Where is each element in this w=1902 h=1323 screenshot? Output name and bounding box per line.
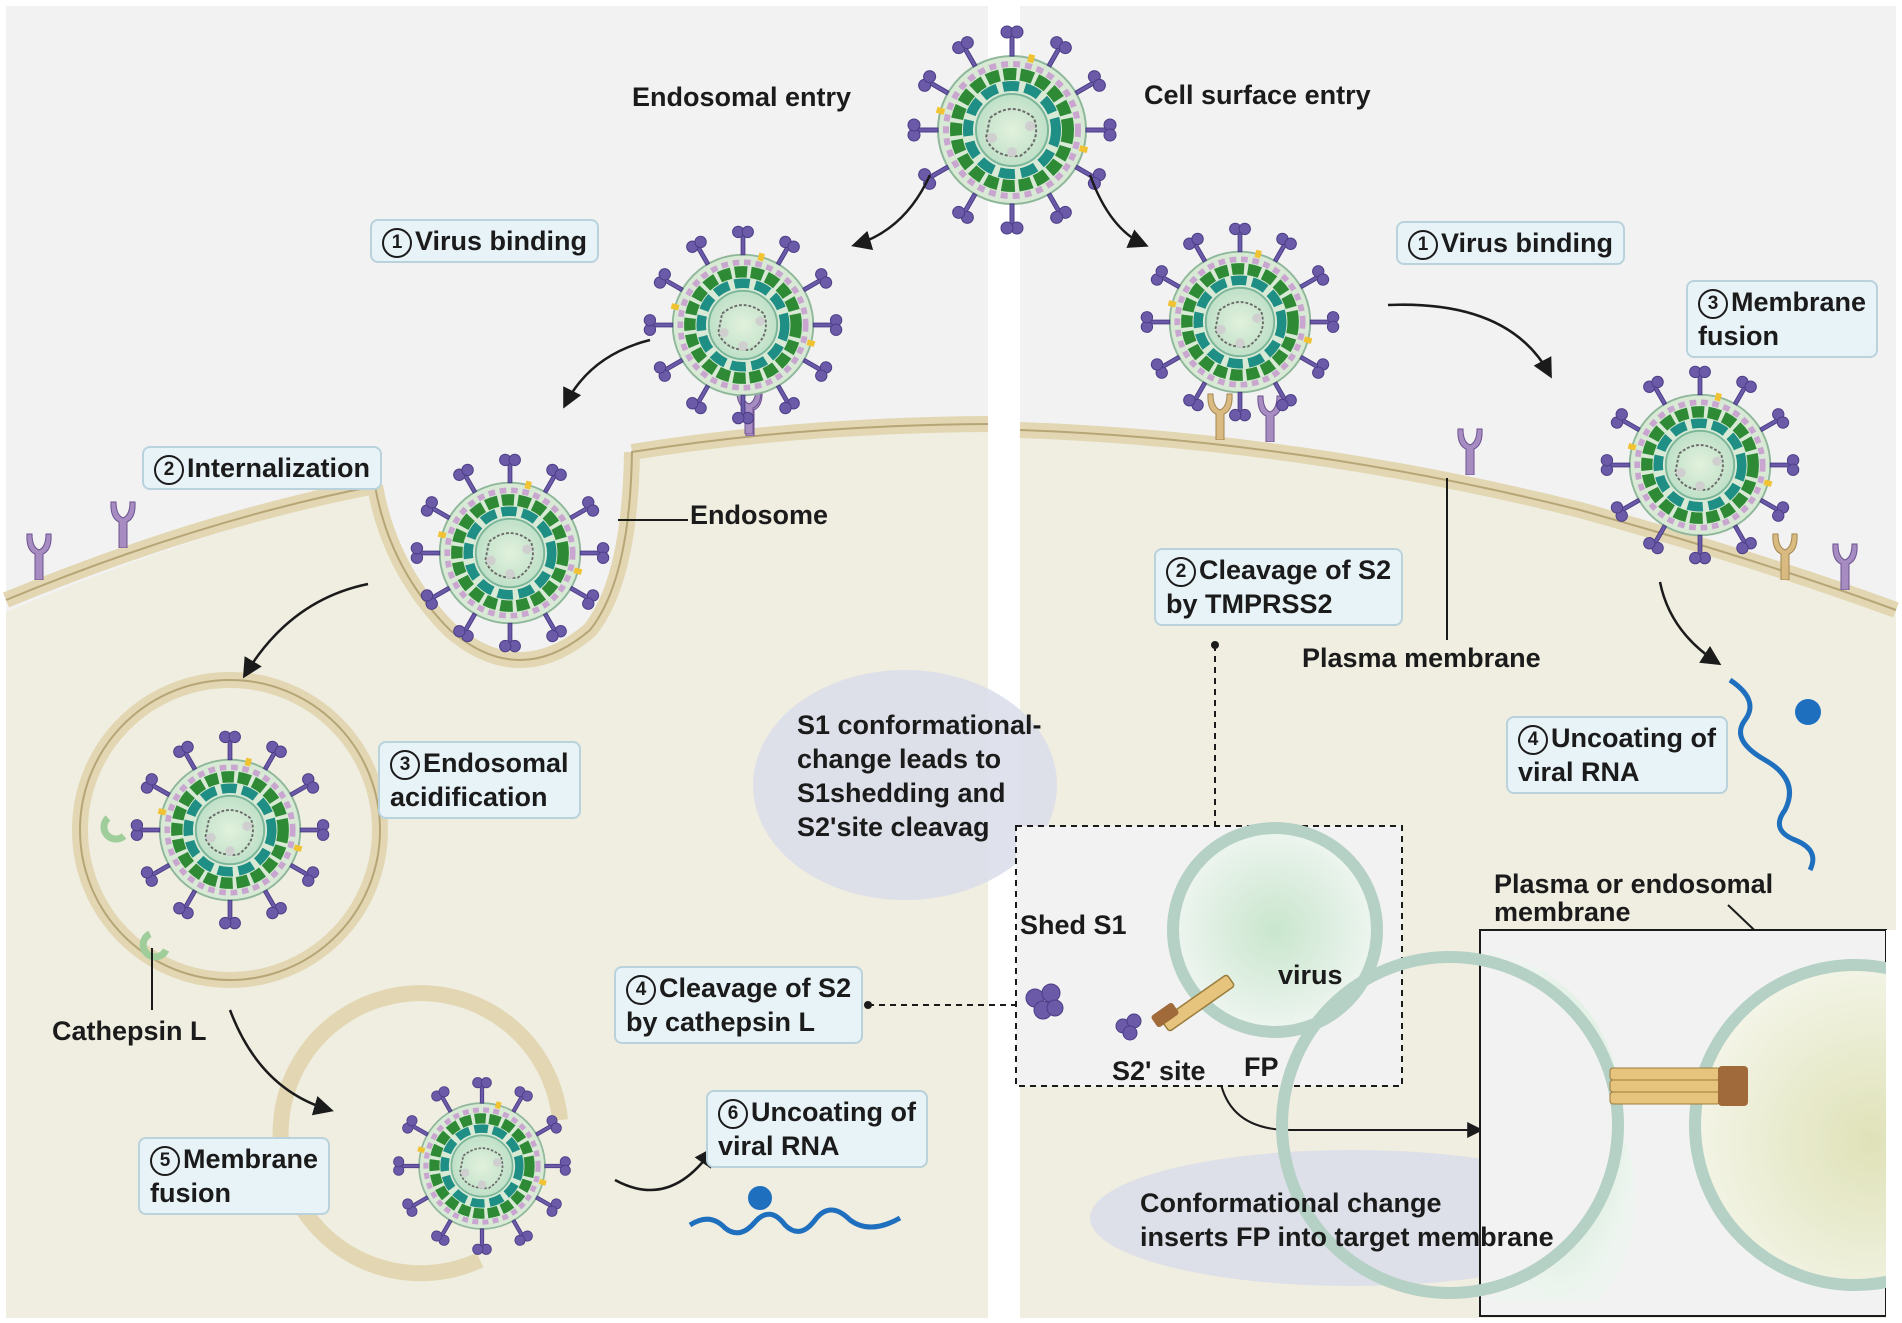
shed-s1-label: Shed S1	[1020, 910, 1127, 940]
plasma-membrane-label: Plasma membrane	[1302, 643, 1541, 673]
step-text: Uncoating of	[751, 1097, 916, 1127]
fusing-endosome-vesicle	[272, 985, 568, 1282]
s1-change-note-line: S2'site cleavag	[797, 812, 990, 842]
fp-label: FP	[1244, 1052, 1279, 1082]
step-text: Internalization	[187, 453, 371, 483]
endosome-label: Endosome	[690, 500, 829, 530]
arrow-to-surface-fusion	[1387, 303, 1552, 379]
viral-rna-icon	[688, 1207, 902, 1236]
arrow-to-surface-binding	[1088, 174, 1149, 248]
step-text: Cleavage of S2	[659, 973, 852, 1003]
target-membrane-label: Plasma or endosomal membrane	[1494, 870, 1773, 926]
fusion-peptide-icon	[1151, 974, 1235, 1032]
step-text-line2: by cathepsin L	[626, 1007, 816, 1037]
step-number: 1	[1408, 230, 1438, 260]
s1-change-ellipse	[753, 670, 1057, 900]
step-number: 3	[390, 750, 420, 780]
viral-rna-cap-icon	[748, 1186, 772, 1210]
step-text: Virus binding	[415, 226, 588, 256]
step-number: 2	[154, 455, 184, 485]
step-number: 5	[150, 1146, 180, 1176]
step-number: 6	[718, 1099, 748, 1129]
tmprss2-dashed-dot	[1211, 641, 1219, 649]
target-membrane-label-line2: membrane	[1494, 897, 1631, 927]
step-text: Endosomal	[423, 748, 569, 778]
arrow-to-internalization	[563, 338, 651, 409]
fp-insert-note-line: inserts FP into target membrane	[1140, 1222, 1554, 1252]
viral-rna-icon	[1728, 677, 1816, 872]
s1-change-note: S1 conformational- change leads to S1she…	[797, 708, 1042, 844]
step-number: 1	[382, 228, 412, 258]
step-text: Cleavage of S2	[1199, 555, 1392, 585]
fp-insert-note: Conformational change inserts FP into ta…	[1140, 1186, 1554, 1254]
s2-fragment-icon	[1115, 1013, 1142, 1041]
target-membrane-arc	[1689, 959, 1902, 1291]
cathepsin-l-icon	[139, 930, 170, 961]
s1-change-note-line: change leads to	[797, 744, 1002, 774]
step-text-line2: fusion	[1698, 321, 1779, 351]
virus-label: virus	[1278, 960, 1343, 990]
arrow-to-acidification	[242, 582, 369, 679]
viral-rna-cap-icon	[1795, 699, 1821, 725]
step-number: 4	[626, 975, 656, 1005]
step-text-line2: viral RNA	[718, 1131, 840, 1161]
step-number: 2	[1166, 557, 1196, 587]
inserted-fusion-peptide-icon	[1609, 1066, 1748, 1106]
arrow-to-endosomal-binding	[851, 174, 932, 250]
step-number: 3	[1698, 289, 1728, 319]
endosomal-entry-heading: Endosomal entry	[632, 82, 852, 112]
step-text-line2: by TMPRSS2	[1166, 589, 1333, 619]
step-text: Virus binding	[1441, 228, 1614, 258]
target-membrane-label-line1: Plasma or endosomal	[1494, 869, 1774, 899]
fp-insert-note-line: Conformational change	[1140, 1188, 1442, 1218]
step-text-line2: acidification	[390, 782, 548, 812]
step-text-line2: viral RNA	[1518, 757, 1640, 787]
viral-membrane-arc	[1276, 951, 1624, 1299]
cathepsin-l-icon	[100, 815, 127, 843]
shed-s1-icon	[1025, 983, 1064, 1020]
s1-change-note-line: S1 conformational-	[797, 710, 1042, 740]
arrow-to-surface-uncoating	[1658, 581, 1722, 666]
step-text: Membrane	[183, 1144, 319, 1174]
inset-clip-mask	[1886, 930, 1902, 1320]
cathepsin-l-label: Cathepsin L	[52, 1016, 207, 1046]
s1-change-note-line: S1shedding and	[797, 778, 1006, 808]
endosome-vesicle-outline	[79, 679, 381, 981]
arrow-to-fusion	[228, 1009, 334, 1116]
step-text-line2: fusion	[150, 1178, 231, 1208]
step-text: Uncoating of	[1551, 723, 1716, 753]
step-number: 4	[1518, 725, 1548, 755]
step-text: Membrane	[1731, 287, 1867, 317]
cell-surface-entry-heading: Cell surface entry	[1144, 80, 1371, 110]
arrow-to-uncoating	[614, 1146, 715, 1192]
s2-site-label: S2' site	[1112, 1056, 1206, 1086]
cathepsin-dashed-dot	[864, 1001, 872, 1009]
